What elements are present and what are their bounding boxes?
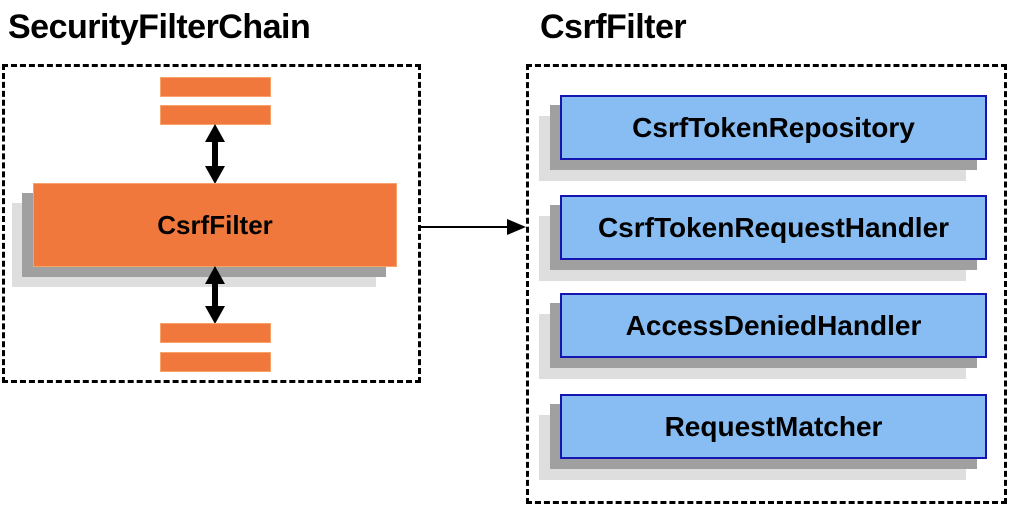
security-filter-chain-container: CsrfFilter [2,64,421,383]
arrow-head-down [205,306,225,324]
csrf-filter-title: CsrfFilter [540,8,687,46]
component-box-request-matcher: RequestMatcher [560,394,987,459]
component-label: RequestMatcher [664,410,883,442]
filter-placeholder-bar [160,77,271,97]
arrow-head-down [205,166,225,184]
component-label: AccessDeniedHandler [625,309,922,341]
component-box-csrf-token-request-handler: CsrfTokenRequestHandler [560,195,987,260]
component-label: CsrfTokenRequestHandler [597,211,950,243]
filter-placeholder-bar [160,105,271,125]
csrf-filter-components-container: CsrfTokenRepository CsrfTokenRequestHand… [526,64,1007,504]
csrf-filter-box: CsrfFilter [33,183,397,267]
filter-placeholder-bar [160,323,271,343]
csrf-filter-box-label: CsrfFilter [157,209,273,240]
connector-arrow-icon [421,219,526,235]
security-filter-chain-title: SecurityFilterChain [8,8,311,46]
double-arrow-icon [205,124,225,184]
component-box-csrf-token-repository: CsrfTokenRepository [560,95,987,160]
component-box-access-denied-handler: AccessDeniedHandler [560,293,987,358]
arrow-head-up [205,266,225,284]
arrow-head-up [205,124,225,142]
double-arrow-icon [205,266,225,324]
filter-placeholder-bar [160,352,271,372]
component-label: CsrfTokenRepository [632,111,915,143]
arrow-head-right [507,219,526,235]
